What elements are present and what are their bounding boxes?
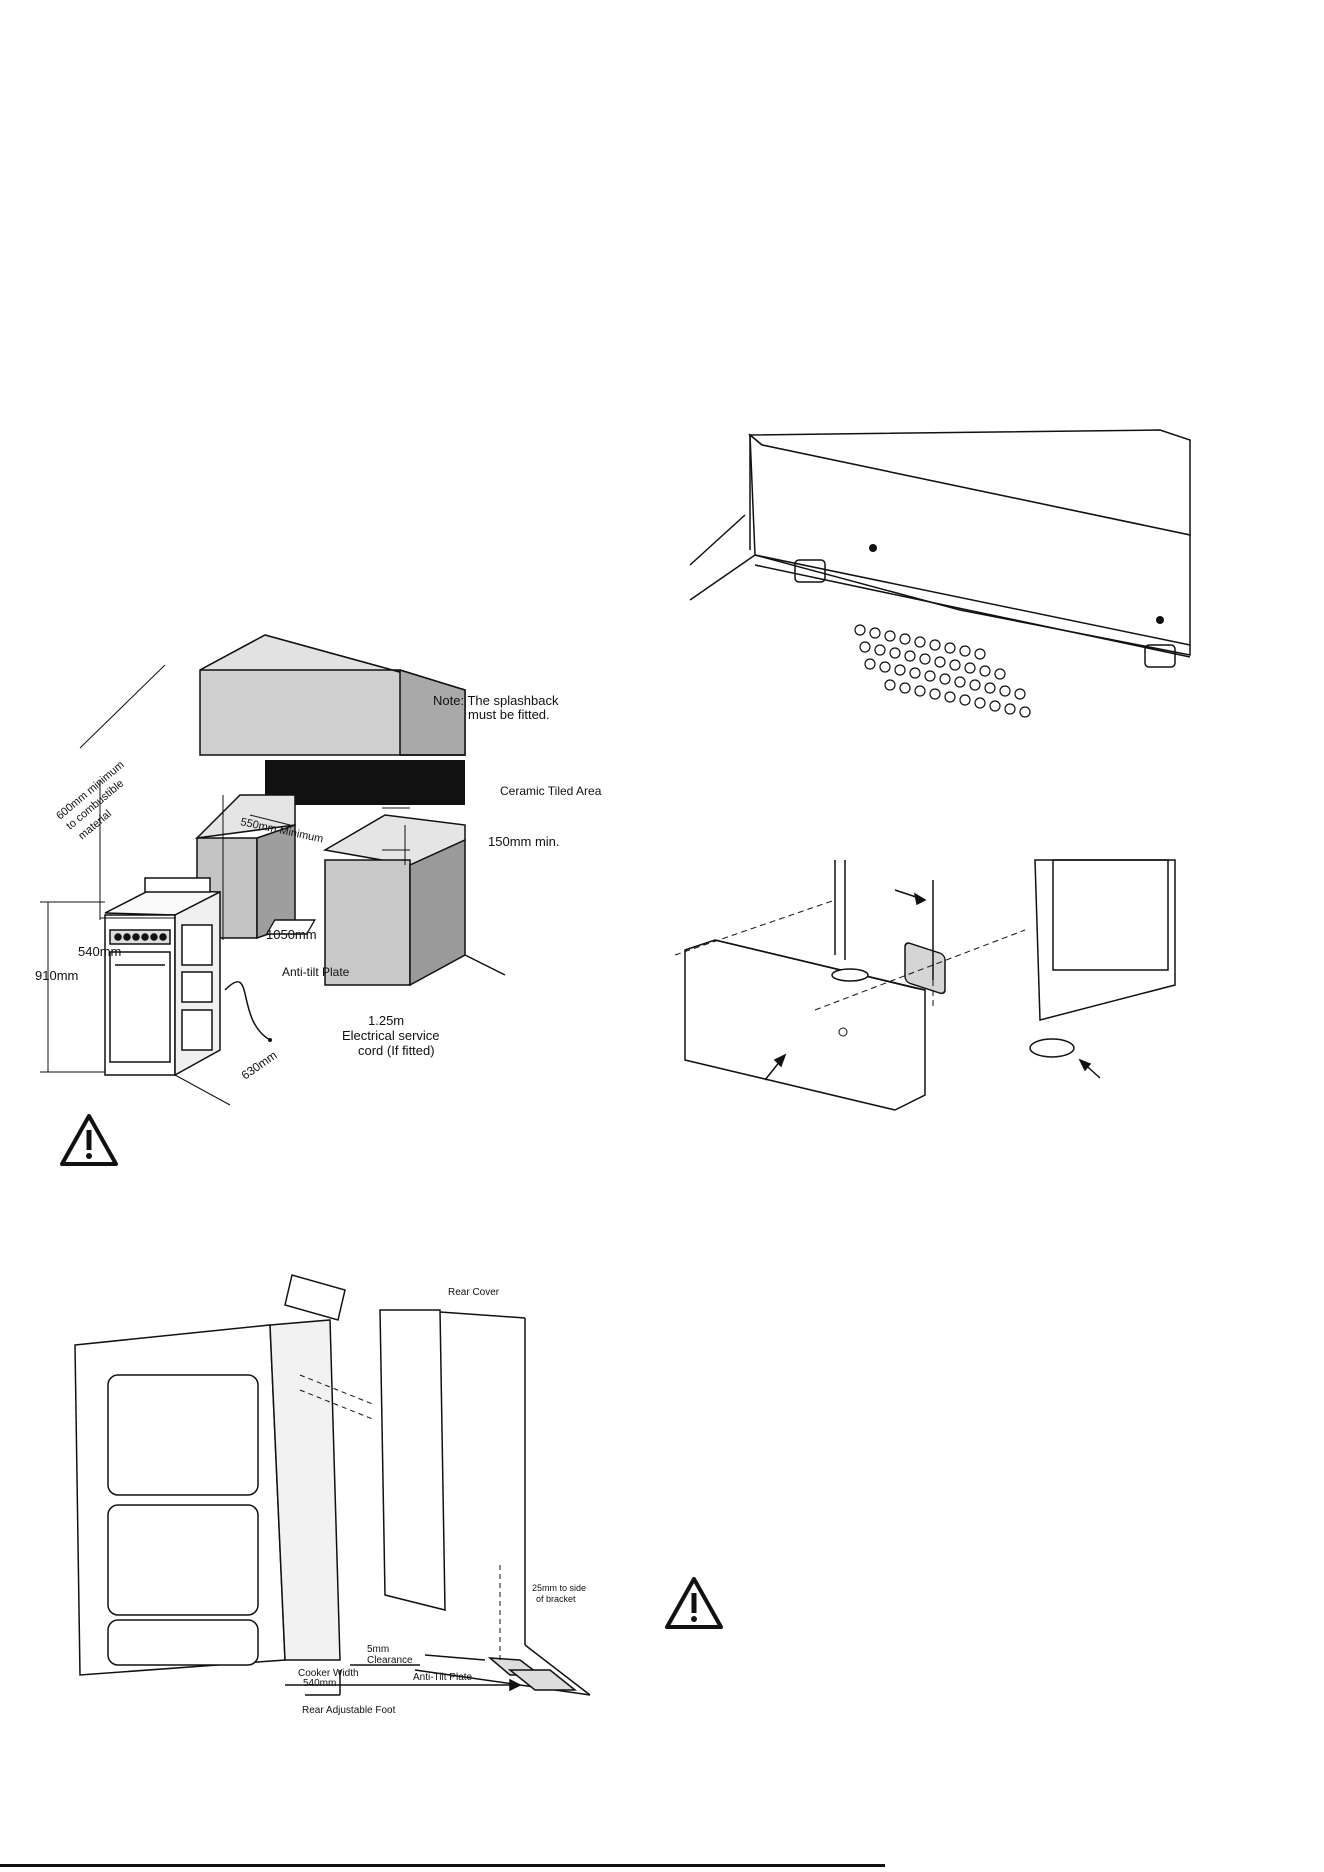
cord-length-label: 1.25m	[368, 1013, 404, 1028]
overhead-cabinet	[199, 634, 466, 756]
height-1050-label: 1050mm	[266, 927, 317, 942]
right-bench	[322, 814, 506, 987]
splashback	[265, 760, 465, 805]
splashback-note-line1: Note: The splashback	[433, 693, 559, 708]
cord-desc-line2: cord (If fitted)	[358, 1043, 435, 1058]
warning-icon	[665, 1577, 723, 1629]
cooker-width-line2: 540mm	[303, 1678, 336, 1689]
rear-cover-diagram: Rear Cover 25mm to side of bracket 5mm C…	[74, 1274, 591, 1716]
pointer-arrows	[764, 889, 1101, 1081]
side-bracket-line1: 25mm to side	[532, 1583, 586, 1593]
splashback-fixing-diagram	[689, 429, 1191, 718]
ceramic-tiled-label: Ceramic Tiled Area	[500, 784, 602, 798]
cord-desc-line1: Electrical service	[342, 1028, 440, 1043]
anti-tilt-label: Anti-tilt Plate	[282, 965, 350, 979]
rear-foot-label: Rear Adjustable Foot	[302, 1705, 396, 1716]
anti-tilt-plate-label: Anti-Tilt Plate	[413, 1672, 473, 1683]
side-bracket-line2: of bracket	[536, 1594, 576, 1604]
depth-630-label: 630mm	[239, 1048, 280, 1082]
height-910-label: 910mm	[35, 968, 78, 983]
service-cord	[224, 981, 271, 1041]
warning-icon	[60, 1114, 118, 1166]
cooker	[104, 877, 221, 1077]
installation-clearance-diagram: Note: The splashback must be fitted. Cer…	[35, 634, 602, 1106]
fixing-screw-left	[869, 544, 877, 552]
left-bench	[194, 794, 296, 940]
splashback-note-line2: must be fitted.	[468, 707, 550, 722]
clearance-line1: 5mm	[367, 1644, 389, 1655]
kickplate-diagram	[674, 859, 1176, 1111]
clearance-line2: Clearance	[367, 1655, 413, 1666]
cooker-width-line1: Cooker Width	[298, 1668, 359, 1679]
rear-cover-label: Rear Cover	[448, 1287, 500, 1298]
vent-holes	[854, 624, 1031, 718]
anti-tilt-plate	[265, 919, 316, 935]
footer-rule	[0, 1864, 885, 1867]
min-150-label: 150mm min.	[488, 834, 560, 849]
width-540-label: 540mm	[78, 944, 121, 959]
fixing-screw-right	[1156, 616, 1164, 624]
